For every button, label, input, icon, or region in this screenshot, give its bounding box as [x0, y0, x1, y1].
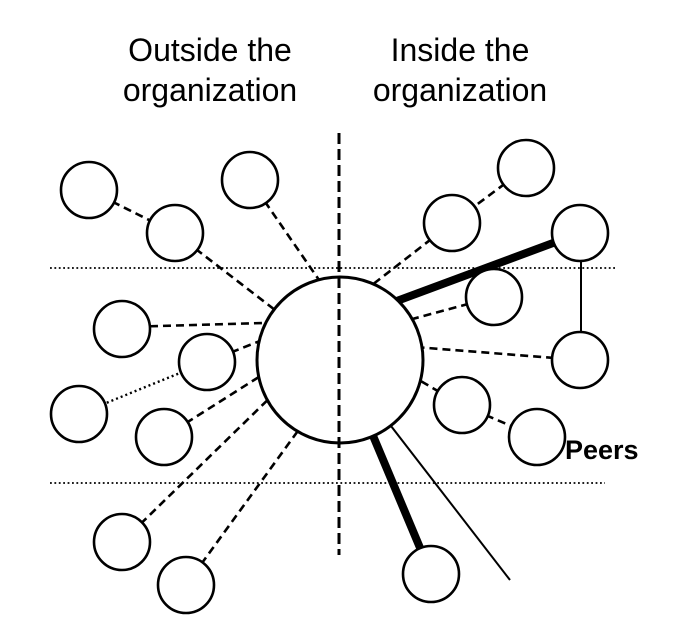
node-inside-2	[422, 193, 482, 253]
node-outside-9	[156, 555, 216, 615]
node-inside-3	[550, 203, 610, 263]
outside-title-line2: organization	[122, 72, 298, 108]
outside-title-line1: Outside the	[128, 32, 292, 68]
outside-organization-title: Outside the organization	[80, 30, 340, 110]
node-outside-5	[177, 332, 237, 392]
inside-title-line2: organization	[372, 72, 548, 108]
node-outside-4	[92, 299, 152, 359]
node-outside-2	[145, 203, 205, 263]
node-inside-7	[507, 407, 567, 467]
node-outside-1	[59, 160, 119, 220]
node-inside-6	[432, 375, 492, 435]
edge-outside-8-ego	[121, 384, 284, 543]
node-outside-6	[49, 384, 109, 444]
peers-label: Peers	[565, 435, 639, 465]
node-inside-1	[496, 138, 556, 198]
inside-organization-title: Inside the organization	[330, 30, 590, 110]
edge-inside-3-ego	[384, 229, 582, 309]
node-outside-8	[92, 512, 152, 572]
edge-outside-9-ego	[184, 416, 310, 586]
node-inside-5	[550, 330, 610, 390]
inside-title-line1: Inside the	[390, 32, 530, 68]
node-inside-8	[401, 544, 461, 604]
node-outside-7	[134, 407, 194, 467]
node-inside-4	[464, 267, 524, 327]
node-outside-3	[220, 150, 280, 210]
